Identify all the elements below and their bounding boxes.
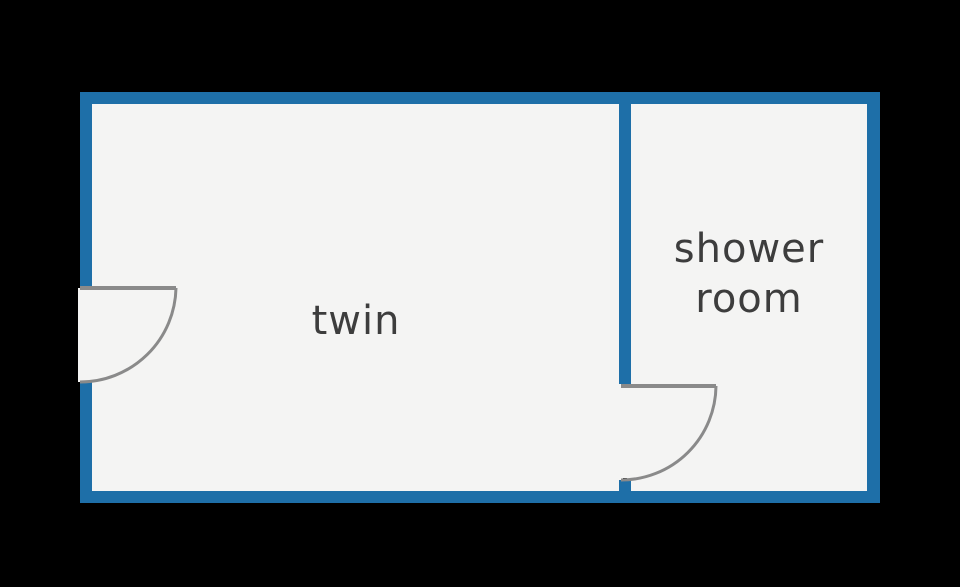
shower-room-floor [627,98,873,495]
shower-door [617,384,718,482]
right-wall [867,92,880,503]
shower-door-swing-arc [620,385,718,482]
shower-room-label-line2: room [695,276,802,322]
bottom-wall [80,491,880,503]
shower-door-opening [617,386,633,478]
twin-room-label: twin [312,298,401,344]
twin-room-floor [86,98,623,495]
top-wall [80,92,880,104]
left-wall-lower [80,382,92,503]
outer-walls [80,92,880,503]
entrance-door-swing-arc [79,287,178,384]
partition-wall-lower [619,480,631,503]
entrance-door-opening [78,288,94,382]
entrance-door [78,286,178,384]
partition-wall-upper [619,92,631,384]
shower-room-label-line1: shower [674,226,824,272]
partition-wall [619,92,631,503]
left-wall-upper [80,92,92,287]
